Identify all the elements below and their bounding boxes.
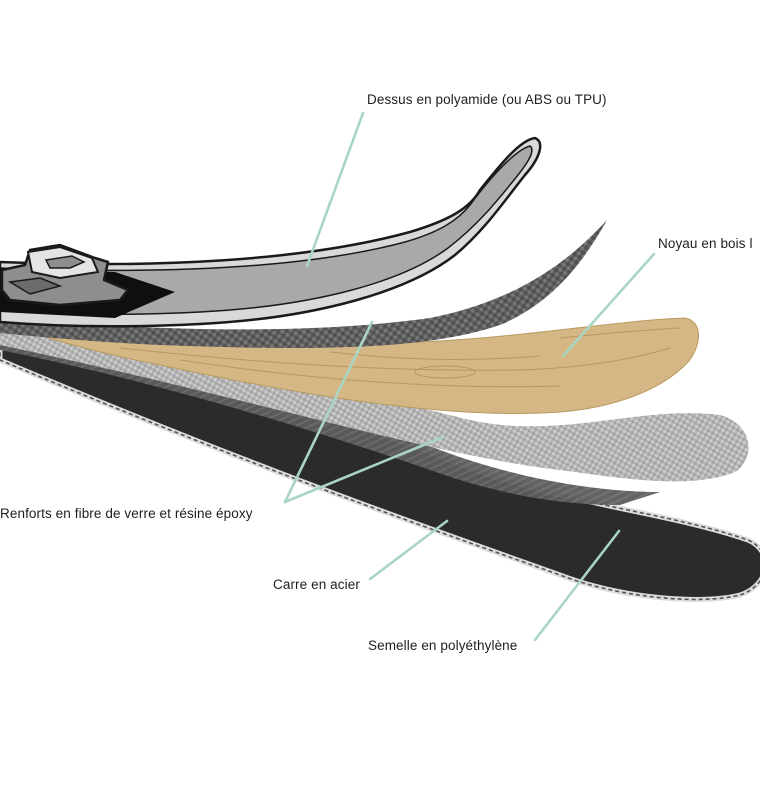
leader-topsheet [305, 111, 365, 268]
label-topsheet: Dessus en polyamide (ou ABS ou TPU) [367, 92, 607, 107]
label-reinforcement: Renforts en fibre de verre et résine épo… [0, 506, 253, 521]
leader-reinforcement-lower [283, 435, 445, 504]
leader-edge [368, 519, 449, 581]
leader-base [533, 529, 621, 642]
label-core: Noyau en bois l [658, 236, 753, 251]
label-base: Semelle en polyéthylène [368, 638, 518, 653]
leader-reinforcement-upper [283, 320, 374, 504]
binding-icon [0, 243, 130, 307]
fiberglass-upper-layer [0, 220, 607, 349]
label-edge: Carre en acier [273, 577, 360, 592]
leader-core [561, 252, 656, 358]
